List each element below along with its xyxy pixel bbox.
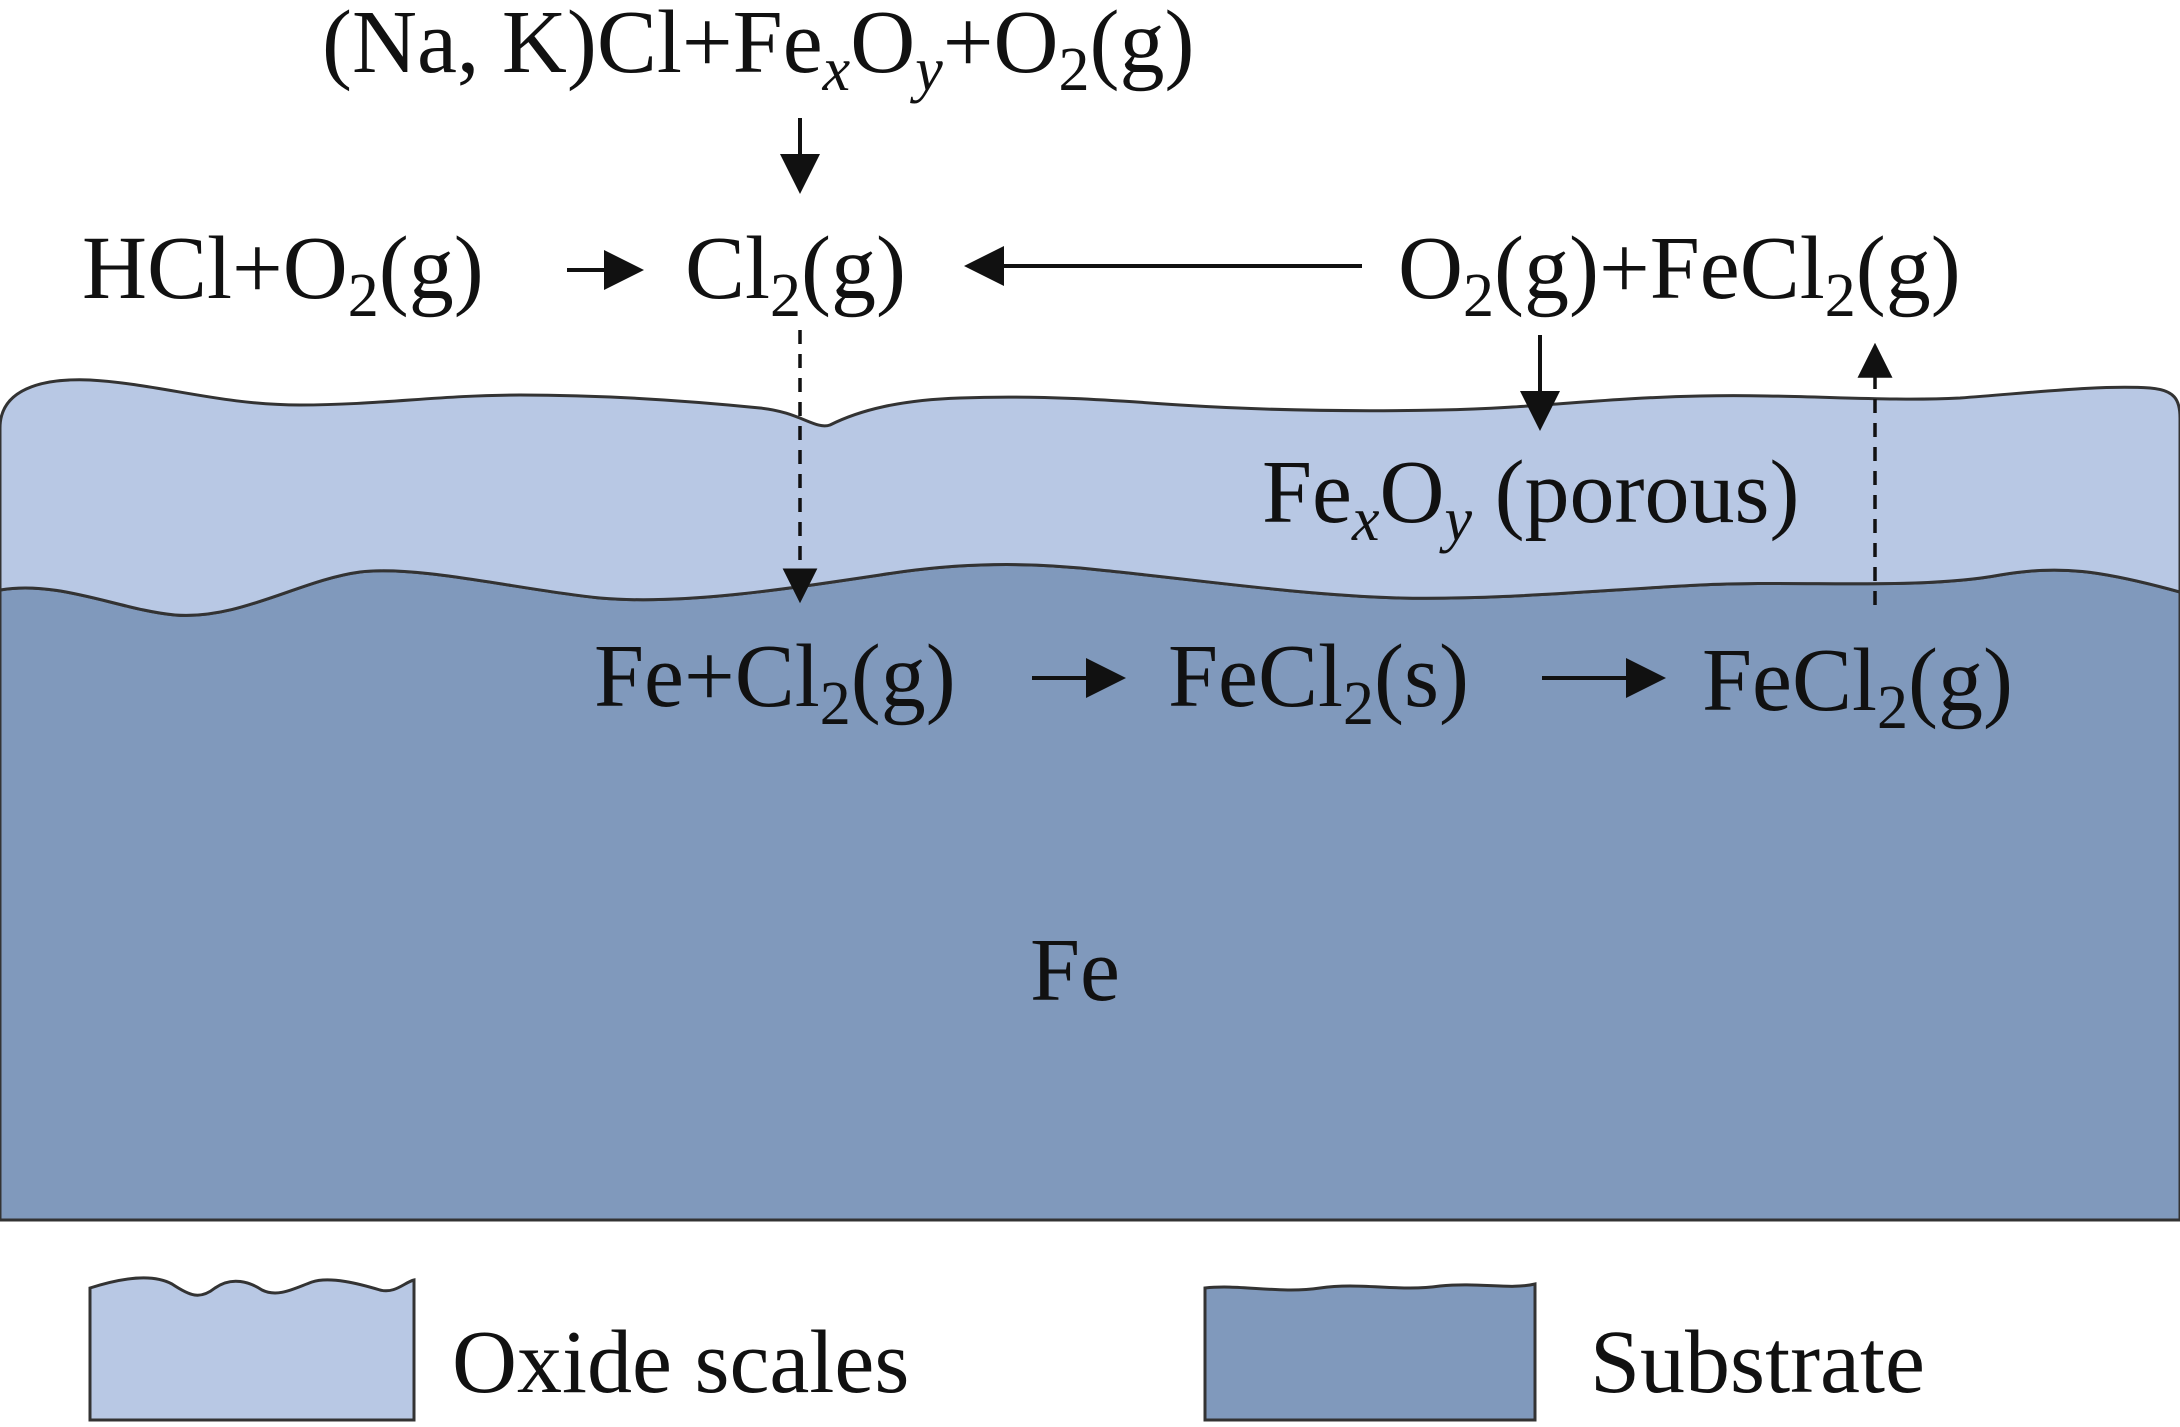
legend-substrate-label: Substrate — [1590, 1313, 1925, 1412]
legend-oxide-label: Oxide scales — [452, 1313, 909, 1412]
fecl2-gas-label: FeCl2(g) — [1702, 631, 2013, 742]
porous-oxide-label: FexOy (porous) — [1262, 443, 1800, 554]
fe-cl2-reaction-label: Fe+Cl2(g) — [594, 627, 956, 738]
source-reactants-label: (Na, K)Cl+FexOy+O2(g) — [322, 0, 1194, 104]
oxide-scale-layer — [0, 378, 2180, 617]
cl2-gas-label: Cl2(g) — [685, 219, 906, 330]
hcl-o2-label: HCl+O2(g) — [82, 219, 484, 330]
legend-substrate-swatch — [1203, 1282, 1537, 1422]
o2-fecl2-gas-label: O2(g)+FeCl2(g) — [1398, 219, 1961, 330]
legend-oxide-swatch — [88, 1276, 416, 1422]
fe-substrate-label: Fe — [1030, 921, 1120, 1020]
fecl2-solid-label: FeCl2(s) — [1168, 627, 1469, 738]
